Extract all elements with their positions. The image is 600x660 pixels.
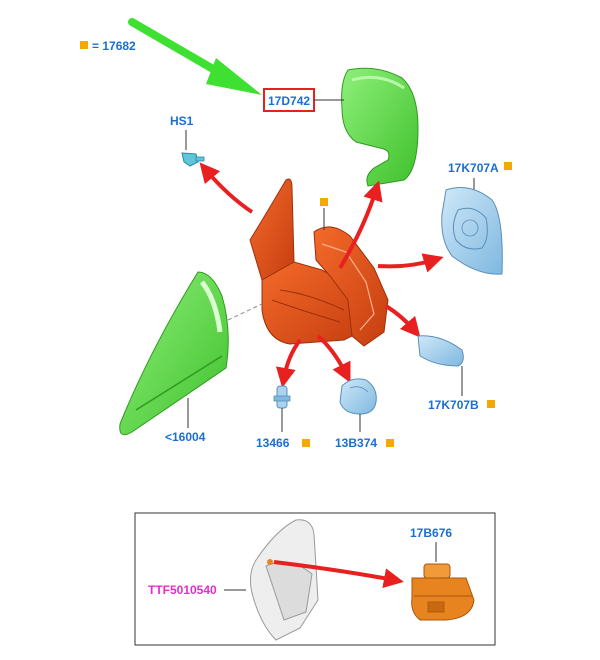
label-bulb: 13466 <box>256 436 290 450</box>
inset-red-arrow <box>273 560 404 589</box>
mirror-cover-part <box>341 67 419 187</box>
lamp-housing-part <box>339 378 377 415</box>
label-lamp: 13B374 <box>335 436 377 450</box>
label-glass-lower: 17K707B <box>428 398 479 412</box>
motor-part <box>411 563 475 621</box>
bulb-part <box>273 385 291 409</box>
label-motor: 17B676 <box>410 526 452 540</box>
label-inset-part: TTF5010540 <box>148 583 217 597</box>
triangle-trim-part <box>119 271 229 436</box>
clip-part <box>181 152 205 167</box>
legend: = 17682 <box>80 39 136 53</box>
marker-glass-lower-icon <box>487 400 495 408</box>
upper-glass-part <box>441 187 503 275</box>
marker-glass-upper-icon <box>504 162 512 170</box>
inset-panel: TTF5010540 17B676 <box>134 512 496 646</box>
red-arrows <box>199 162 444 388</box>
lower-glass-part <box>417 335 464 367</box>
label-cover: 17D742 <box>268 94 310 108</box>
marker-bulb-icon <box>302 439 310 447</box>
marker-lamp-icon <box>386 439 394 447</box>
legend-marker-icon <box>80 41 88 49</box>
legend-text: = 17682 <box>92 39 136 53</box>
dashed-connector <box>227 303 263 321</box>
green-arrow <box>128 18 262 95</box>
mirror-housing-part <box>249 178 389 347</box>
label-glass-upper: 17K707A <box>448 161 499 175</box>
inset-housing-part <box>250 519 319 641</box>
label-trim: <16004 <box>165 430 206 444</box>
marker-housing-icon <box>320 198 328 206</box>
label-clip: HS1 <box>170 114 194 128</box>
